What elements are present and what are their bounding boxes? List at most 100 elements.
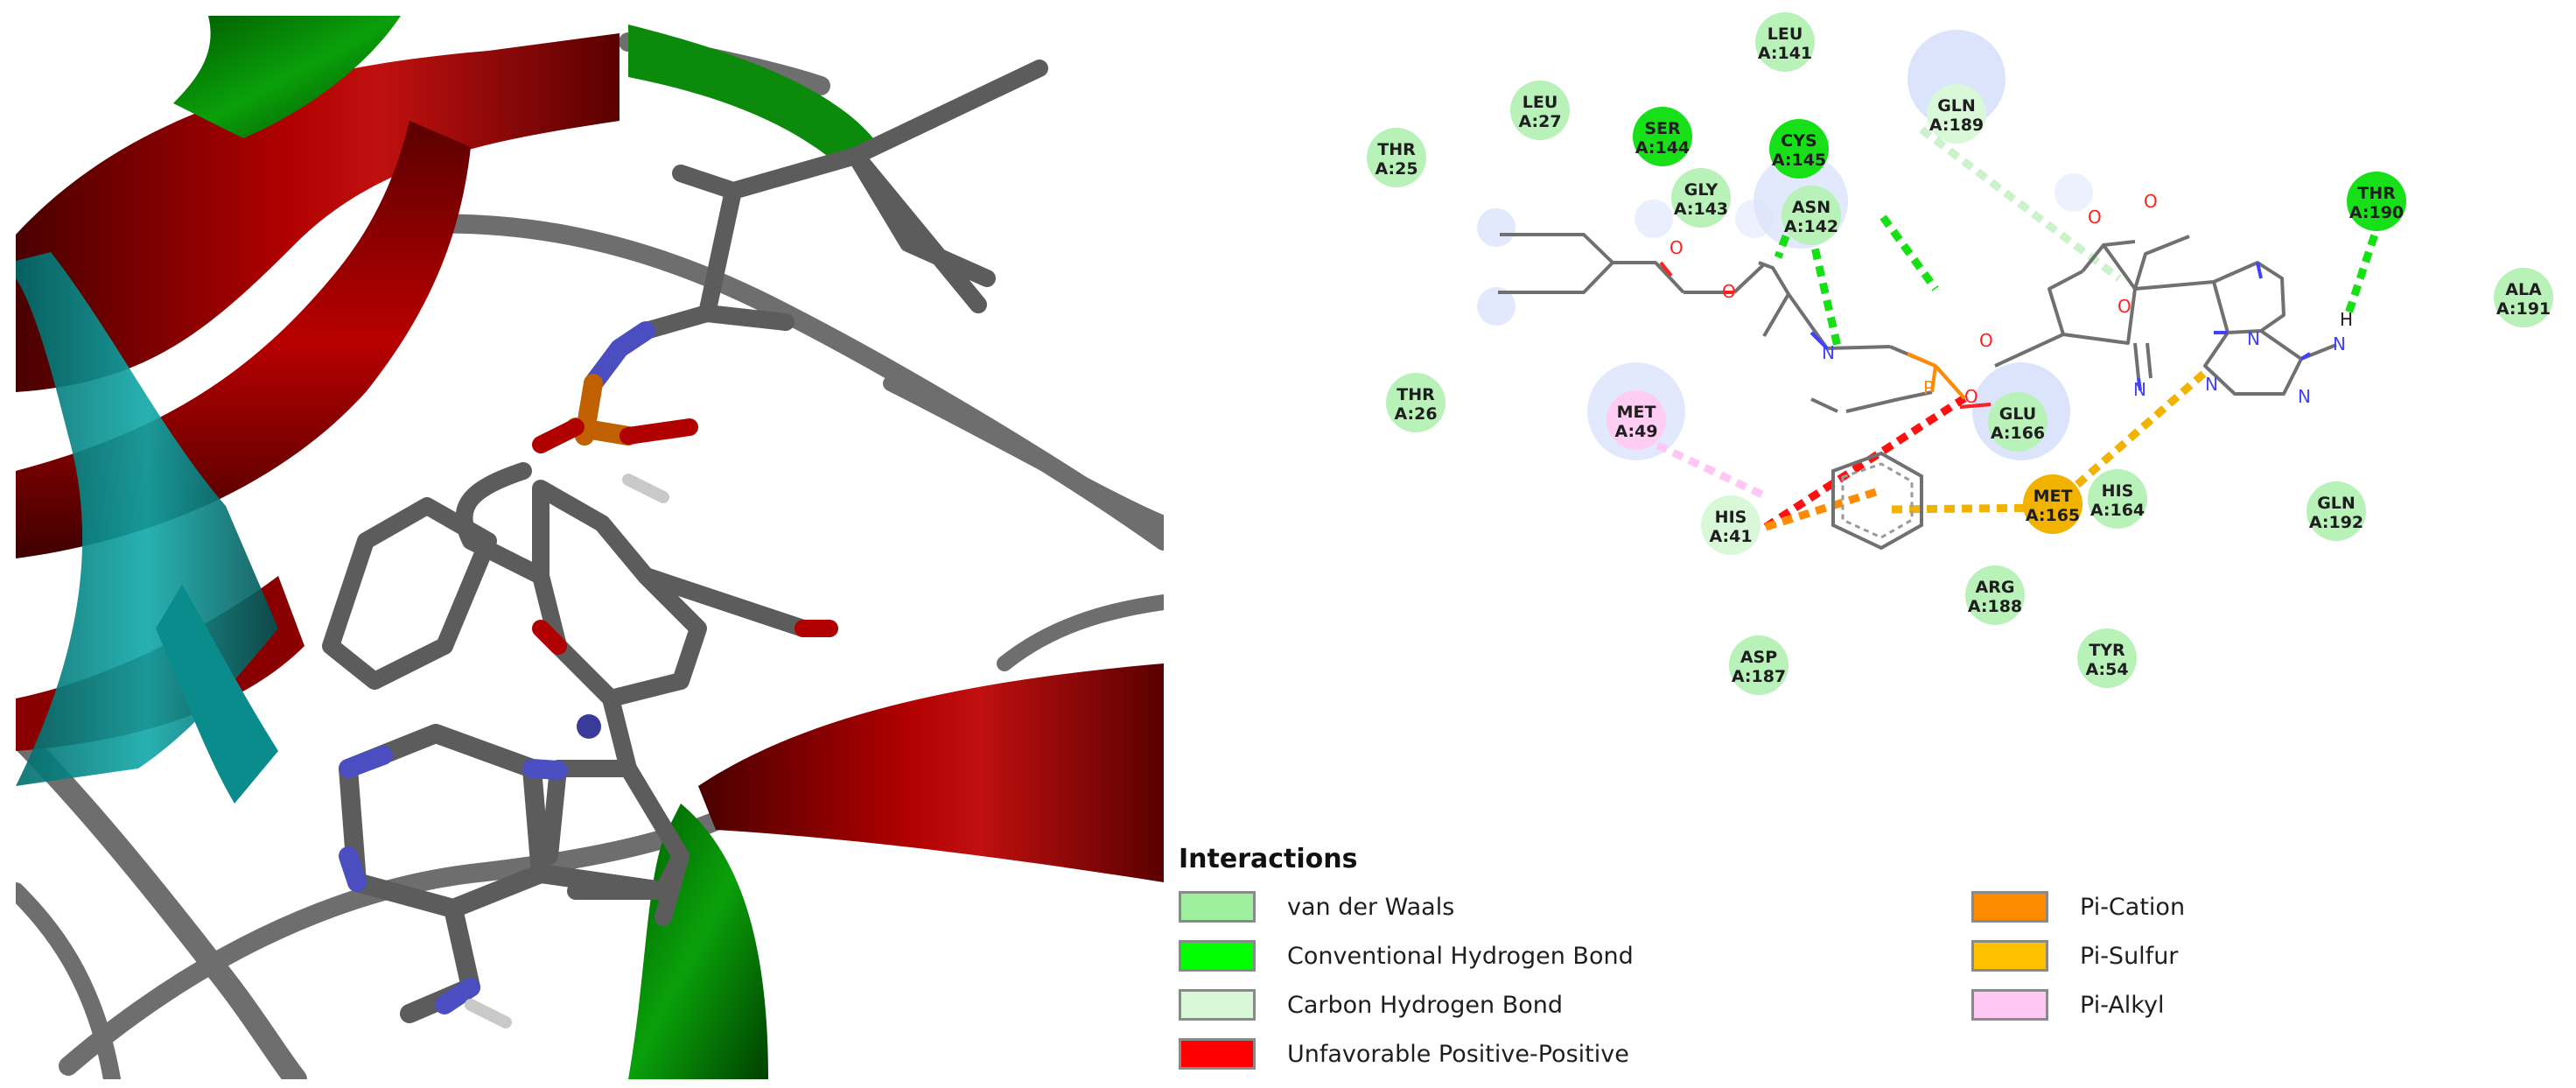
legend-label: van der Waals <box>1287 893 1455 921</box>
residue-disc <box>1510 81 1570 140</box>
nitrogen-atom-label: N <box>2247 328 2260 349</box>
carbon-hbond-line <box>1919 126 2122 282</box>
interaction-lines <box>1640 126 2384 531</box>
residue-name: MET <box>1617 403 1656 422</box>
residue-name: ASN <box>1792 198 1830 217</box>
atom-labels: O O N P O O O O O N N N N N H <box>1670 191 2353 407</box>
interactions-legend: Interactions van der Waals Conventional … <box>1175 837 2540 1082</box>
residue-disc <box>1633 107 1692 166</box>
residue-name: THR <box>1396 385 1435 404</box>
legend-label: Pi-Sulfur <box>2080 942 2179 970</box>
pi-cation-line <box>1764 488 1878 531</box>
residue-id: A:187 <box>1732 667 1786 686</box>
residue-name: THR <box>1377 140 1416 159</box>
residue-id: A:41 <box>1709 527 1752 546</box>
residue-id: A:54 <box>2085 660 2128 679</box>
legend-item-pi-cation: Pi-Cation <box>1971 888 2185 926</box>
residue-disc <box>2306 481 2366 541</box>
residue-disc <box>1988 392 2048 452</box>
legend-label: Unfavorable Positive-Positive <box>1287 1040 1629 1068</box>
residue-id: A:142 <box>1784 217 1838 236</box>
residue-name: MET <box>2034 487 2073 506</box>
oxygen-atom-label: O <box>2118 296 2132 317</box>
oxygen-atom-label: O <box>2088 207 2102 228</box>
residue-id: A:192 <box>2309 513 2363 532</box>
residue-name: LEU <box>1522 93 1558 112</box>
residue-id: A:145 <box>1772 151 1826 170</box>
legend-swatch <box>1179 1038 1256 1070</box>
unfavorable-line <box>1763 395 1967 530</box>
residue-id: A:166 <box>1991 424 2045 443</box>
legend-title: Interactions <box>1179 844 1358 874</box>
hydrogen-atom-label: H <box>2340 309 2353 330</box>
nitrogen-atom-label: N <box>2333 333 2346 354</box>
residue-name: GLU <box>1999 404 2036 424</box>
residue-id: A:144 <box>1635 138 1690 158</box>
residue-disc <box>1965 565 2025 625</box>
legend-item-pi-alkyl: Pi-Alkyl <box>1971 986 2164 1024</box>
residue-id: A:190 <box>2349 203 2404 222</box>
hbond-line <box>1880 214 1939 291</box>
residue-name: GLY <box>1684 180 1718 200</box>
residue-id: A:188 <box>1968 597 2022 616</box>
residue-disc <box>1927 84 1986 144</box>
residue-disc <box>2494 268 2553 327</box>
legend-swatch <box>1179 891 1256 923</box>
residue-id: A:189 <box>1929 116 1984 135</box>
residue-id: A:164 <box>2090 501 2145 520</box>
oxygen-atom-label: O <box>2144 191 2158 212</box>
residue-disc <box>2347 172 2406 231</box>
residue-name: GLN <box>1937 96 1976 116</box>
oxygen-atom-label: O <box>1670 237 1684 258</box>
legend-label: Pi-Alkyl <box>2080 991 2165 1019</box>
residue-id: A:26 <box>1394 404 1437 424</box>
residue-name: SER <box>1644 119 1681 138</box>
legend-item-conventional-hydrogen-bond: Conventional Hydrogen Bond <box>1179 937 1634 975</box>
heteroatom-bonds <box>1659 261 2312 409</box>
residue-disc <box>1782 186 1841 245</box>
residue-name: HIS <box>2102 481 2134 501</box>
legend-swatch <box>1179 989 1256 1021</box>
legend-swatch <box>1971 989 2048 1021</box>
residue-name: GLN <box>2317 494 2356 513</box>
residue-name: TYR <box>2089 641 2125 660</box>
phenyl-ring <box>1831 451 1923 551</box>
residue-id: A:191 <box>2496 299 2551 319</box>
residue-id: A:49 <box>1614 422 1657 441</box>
residue-disc <box>1367 128 1426 187</box>
legend-item-pi-sulfur: Pi-Sulfur <box>1971 937 2178 975</box>
legend-label: Carbon Hydrogen Bond <box>1287 991 1564 1019</box>
oxygen-atom-label: O <box>1722 281 1736 302</box>
residue-disc <box>1386 373 1446 432</box>
residue-disc <box>1769 119 1829 179</box>
residue-name: LEU <box>1768 25 1803 44</box>
residue-name: CYS <box>1781 131 1816 151</box>
legend-label: Pi-Cation <box>2080 893 2186 921</box>
oxygen-atom-label: O <box>1979 330 1993 351</box>
residue-id: A:141 <box>1758 44 1812 63</box>
residue-disc <box>1701 495 1760 555</box>
hbond-line <box>2344 217 2384 315</box>
residue-disc <box>2077 628 2137 688</box>
residue-name: ARG <box>1976 578 2015 597</box>
legend-swatch <box>1971 891 2048 923</box>
residue-disc <box>1606 390 1666 450</box>
residue-disc <box>1729 635 1788 695</box>
legend-item-van-der-waals: van der Waals <box>1179 888 1454 926</box>
